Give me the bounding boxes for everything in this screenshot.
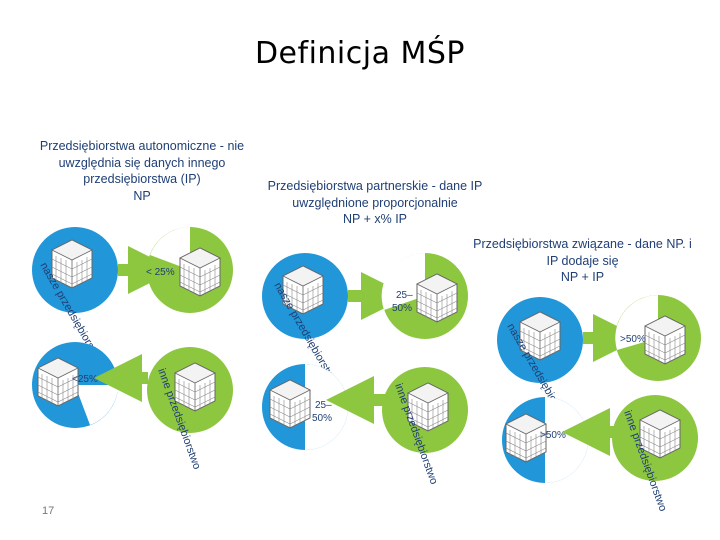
partner-pair-bottom: 25– 50% inne przedsiębiorstwo xyxy=(262,364,468,486)
caption-line: IP dodaje się xyxy=(546,253,619,268)
caption-line: NP xyxy=(133,188,151,203)
building-icon xyxy=(416,273,458,323)
share-label: 25– xyxy=(396,290,413,301)
caption-line: Przedsiębiorstwa związane - dane NP. i xyxy=(473,237,692,251)
building-icon xyxy=(644,315,686,365)
slide-number: 17 xyxy=(42,505,55,517)
caption-line: uwzględnione proporcjonalnie xyxy=(292,195,458,210)
share-label: < 25% xyxy=(146,267,175,278)
caption-line: NP + x% IP xyxy=(342,212,408,226)
caption-line: NP + IP xyxy=(560,270,605,284)
caption-line: Przedsiębiorstwa partnerskie - dane IP xyxy=(267,179,483,193)
share-label: >50% xyxy=(540,430,566,441)
caption-line: uwzględnia się danych innego xyxy=(58,155,226,170)
linked-pair-bottom: >50% inne przedsiębiorstwo xyxy=(502,395,698,513)
caption-line: przedsiębiorstwa (IP) xyxy=(83,172,201,186)
share-label: <25% xyxy=(72,374,98,385)
share-label: 25– xyxy=(315,400,332,411)
caption-linked: Przedsiębiorstwa związane - dane NP. i I… xyxy=(460,236,705,286)
share-label: >50% xyxy=(620,334,646,345)
share-label: 50% xyxy=(392,303,412,314)
building-icon xyxy=(179,247,221,297)
caption-partner: Przedsiębiorstwa partnerskie - dane IP u… xyxy=(250,178,500,228)
building-icon xyxy=(174,362,216,412)
building-icon xyxy=(269,379,311,429)
slide-title: Definicja MŚP xyxy=(254,36,466,71)
share-label: 50% xyxy=(312,413,332,424)
autonomous-pair-bottom: <25% inne przedsiębiorstwo xyxy=(32,342,233,471)
caption-line: Przedsiębiorstwa autonomiczne - nie xyxy=(39,139,245,153)
caption-autonomous: Przedsiębiorstwa autonomiczne - nie uwzg… xyxy=(22,138,262,204)
